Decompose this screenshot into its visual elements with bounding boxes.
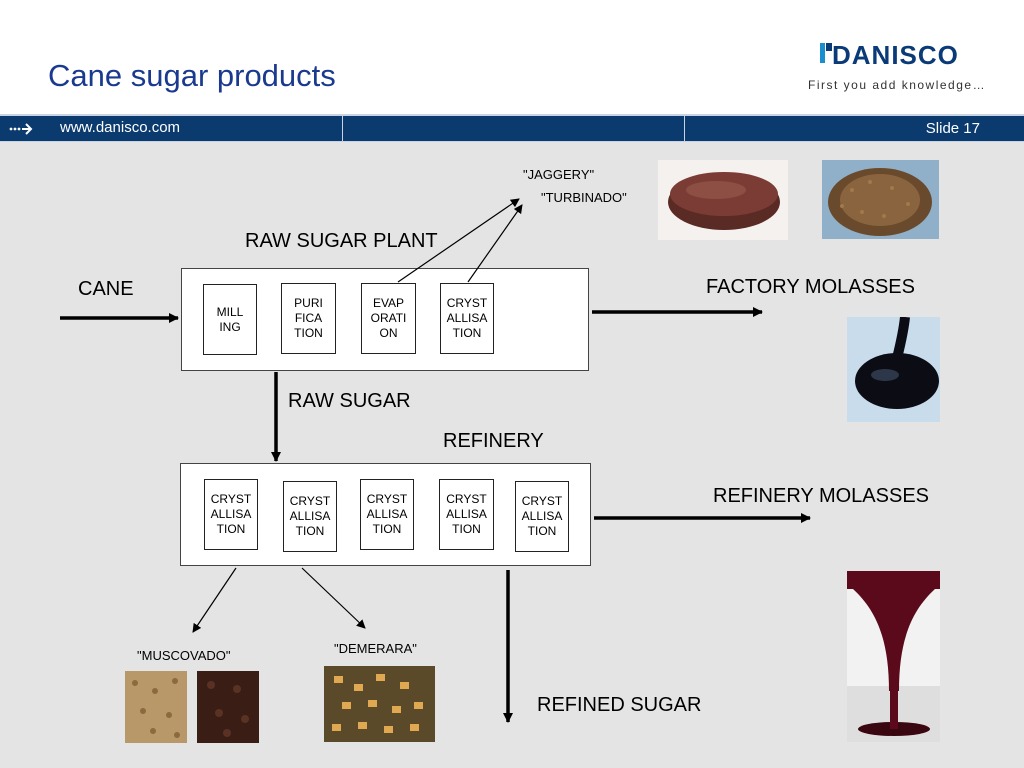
slide-number: Slide 17 <box>925 120 980 137</box>
website-link[interactable]: www.danisco.com <box>60 119 181 136</box>
crystallisation-step: CRYST ALLISA TION <box>440 283 494 354</box>
jaggery-photo <box>658 160 788 240</box>
factory-molasses-photo <box>847 317 940 422</box>
danisco-logo: DANISCO First you add knowledge… <box>808 40 998 100</box>
cane-label: CANE <box>78 278 134 300</box>
logo-tagline: First you add knowledge… <box>808 78 987 92</box>
band-divider <box>684 116 685 142</box>
logo-mark-icon <box>820 43 832 63</box>
muscovado-light-photo <box>125 671 187 743</box>
refinery-crystallisation-step-2: CRYST ALLISA TION <box>283 481 337 552</box>
factory-molasses-label: FACTORY MOLASSES <box>706 276 915 298</box>
refinery-crystallisation-step-5: CRYST ALLISA TION <box>515 481 569 552</box>
purification-step: PURI FICA TION <box>281 283 336 354</box>
raw-sugar-label: RAW SUGAR <box>288 390 411 412</box>
milling-step: MILL ING <box>203 284 257 355</box>
turbinado-arrow <box>467 204 523 283</box>
turbinado-label: "TURBINADO" <box>541 190 627 205</box>
header-band: www.danisco.com Slide 17 <box>0 114 1024 142</box>
raw-sugar-plant-label: RAW SUGAR PLANT <box>245 230 438 252</box>
muscovado-dark-photo <box>197 671 259 743</box>
refinery-label: REFINERY <box>443 430 544 452</box>
refinery-crystallisation-step-1: CRYST ALLISA TION <box>204 479 258 550</box>
page-title: Cane sugar products <box>48 58 336 93</box>
turbinado-photo <box>822 160 939 239</box>
refinery-crystallisation-step-4: CRYST ALLISA TION <box>439 479 494 550</box>
jaggery-label: "JAGGERY" <box>523 167 595 182</box>
muscovado-arrow <box>192 567 237 633</box>
refinery-molasses-photo <box>847 571 940 742</box>
demerara-arrow <box>301 567 366 629</box>
refinery-crystallisation-step-3: CRYST ALLISA TION <box>360 479 414 550</box>
muscovado-label: "MUSCOVADO" <box>137 648 231 663</box>
demerara-label: "DEMERARA" <box>334 641 417 656</box>
band-divider <box>342 116 343 142</box>
refined-sugar-label: REFINED SUGAR <box>537 694 702 716</box>
demerara-photo <box>324 666 435 742</box>
arrow-icon <box>9 123 33 135</box>
logo-wordmark: DANISCO <box>832 40 959 70</box>
refinery-molasses-label: REFINERY MOLASSES <box>713 485 929 507</box>
evaporation-step: EVAP ORATI ON <box>361 283 416 354</box>
jaggery-arrow <box>397 198 520 283</box>
